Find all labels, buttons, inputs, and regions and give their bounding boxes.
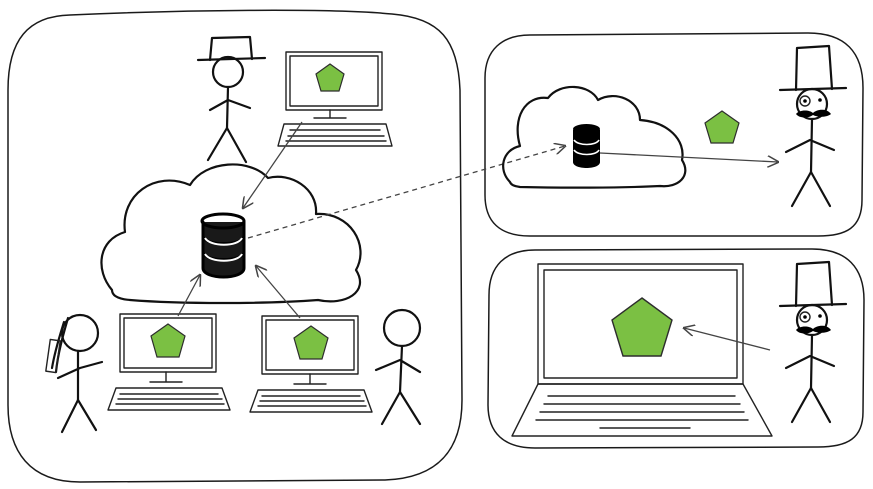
laptop-icon [511,263,773,437]
mustache-icon [796,325,831,334]
cloud-icon [502,85,687,189]
monocle-icon [799,311,811,323]
arrow-top-computer-to-cloud [243,121,303,208]
desktop-computer-top [277,51,393,147]
stick-figure-left [45,313,104,434]
pentagon-icon [315,63,345,92]
arrow-cloud-to-figure [599,152,778,162]
stick-figure-top-hat [196,35,267,164]
pentagon-icon [704,110,740,144]
pentagon-icon [150,323,186,358]
panel-frame-bottom-right [487,248,865,449]
arrow-left-computer-to-cloud [177,275,200,317]
top-hat-monocle-figure-top [778,44,848,208]
monocle-icon [799,95,811,107]
arrow-right-computer-to-cloud [256,266,301,319]
arrow-figure-to-laptop [684,328,771,351]
database-icon [200,212,246,279]
dashed-link-to-cloud [247,146,565,239]
stick-figure-right [374,308,422,426]
cloud-icon [100,163,362,305]
panel-frame-top-right [484,32,864,237]
mustache-icon [796,109,831,118]
pentagon-icon [293,325,329,360]
pentagon-icon [611,297,673,357]
top-hat-monocle-figure-bottom [778,260,848,424]
desktop-computer-bottom-right [249,315,373,413]
top-hat-icon [794,44,834,92]
database-icon [573,124,600,168]
desktop-computer-bottom-left [107,313,231,411]
panel-frame-left [7,9,463,483]
top-hat-icon [794,260,834,308]
